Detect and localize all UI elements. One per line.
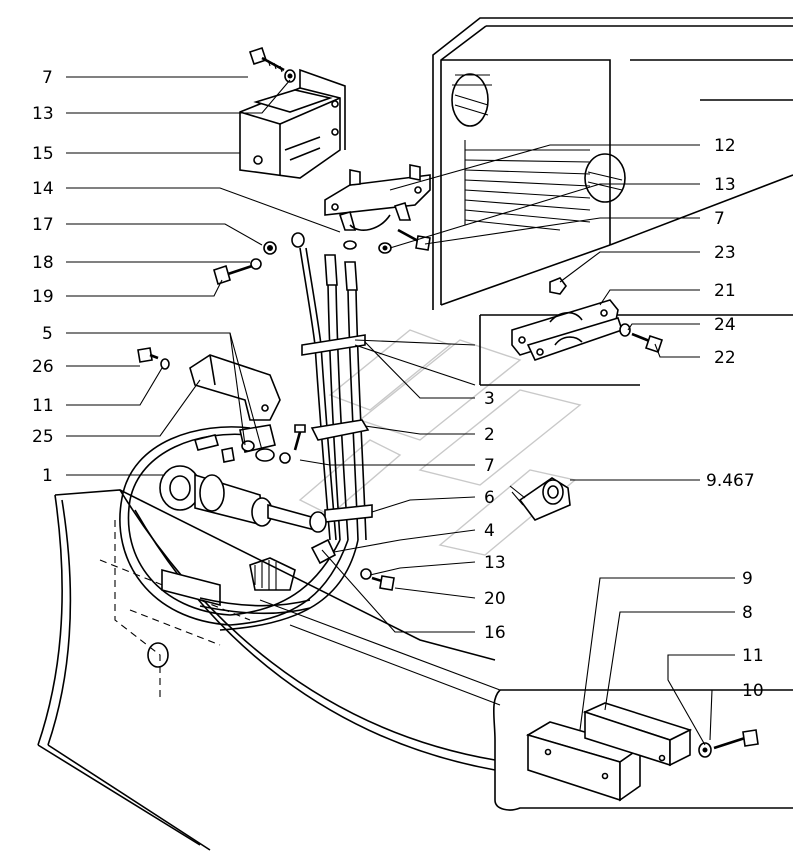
detail-inset	[492, 689, 793, 811]
washer-11-lower	[698, 742, 712, 758]
callout-13-mid: 13	[484, 553, 506, 573]
callout-14: 14	[32, 179, 54, 199]
bolt-10	[713, 729, 759, 750]
callout-20: 20	[484, 589, 506, 609]
callout-7-mid: 7	[484, 456, 495, 476]
cab-body	[432, 17, 793, 310]
valve-5	[193, 424, 306, 464]
bolt-7-bracket	[397, 228, 431, 251]
callout-5: 5	[42, 324, 53, 344]
callout-11-left: 11	[32, 396, 54, 416]
callout-19: 19	[32, 287, 54, 307]
callout-3: 3	[484, 389, 495, 409]
leader-lines	[66, 76, 735, 746]
callout-2: 2	[484, 425, 495, 445]
callout-12: 12	[714, 136, 736, 156]
callout-4: 4	[484, 521, 495, 541]
bolt-26	[137, 347, 159, 363]
bracket-12	[324, 164, 431, 250]
callout-1: 1	[42, 466, 53, 486]
cylinder-1	[159, 465, 327, 591]
callout-13-top: 13	[32, 104, 54, 124]
callout-9: 9	[742, 569, 753, 589]
clamp-21	[511, 299, 624, 361]
bolt-20	[371, 575, 395, 591]
callout-9467: 9.467	[706, 471, 755, 491]
link-9467	[509, 477, 571, 521]
junction-box-15	[239, 68, 346, 179]
callout-18: 18	[32, 253, 54, 273]
callout-8: 8	[742, 603, 753, 623]
callout-11-right: 11	[742, 646, 764, 666]
block-9	[526, 721, 642, 802]
dozer-blade	[37, 489, 501, 851]
callout-16: 16	[484, 623, 506, 643]
block-8	[582, 702, 693, 767]
washer-13-lower	[360, 568, 372, 580]
ground-cable	[291, 232, 322, 346]
callout-6: 6	[484, 488, 495, 508]
callout-10: 10	[742, 681, 764, 701]
bolt-7-top	[248, 46, 296, 83]
callout-7-top: 7	[42, 68, 53, 88]
washer-18-bolt-19	[213, 258, 262, 286]
nut-23	[549, 277, 567, 295]
callout-13-right: 13	[714, 175, 736, 195]
washer-13-bracket	[378, 242, 392, 254]
callout-17: 17	[32, 215, 54, 235]
callout-15: 15	[32, 144, 54, 164]
callout-7-right: 7	[714, 209, 725, 229]
washer-11-upper	[160, 358, 170, 370]
washer-17	[263, 241, 277, 255]
callout-24: 24	[714, 315, 736, 335]
callout-labels: 7 13 15 14 17 18 19 5 26 11 25 1 12 13 7…	[32, 68, 764, 701]
callout-23: 23	[714, 243, 736, 263]
washer-24	[619, 323, 631, 337]
clamp-2	[310, 419, 370, 441]
clamp-3	[301, 334, 366, 356]
cover-25	[189, 354, 281, 421]
callout-21: 21	[714, 281, 736, 301]
callout-22: 22	[714, 348, 736, 368]
callout-26: 26	[32, 357, 54, 377]
callout-25: 25	[32, 427, 54, 447]
